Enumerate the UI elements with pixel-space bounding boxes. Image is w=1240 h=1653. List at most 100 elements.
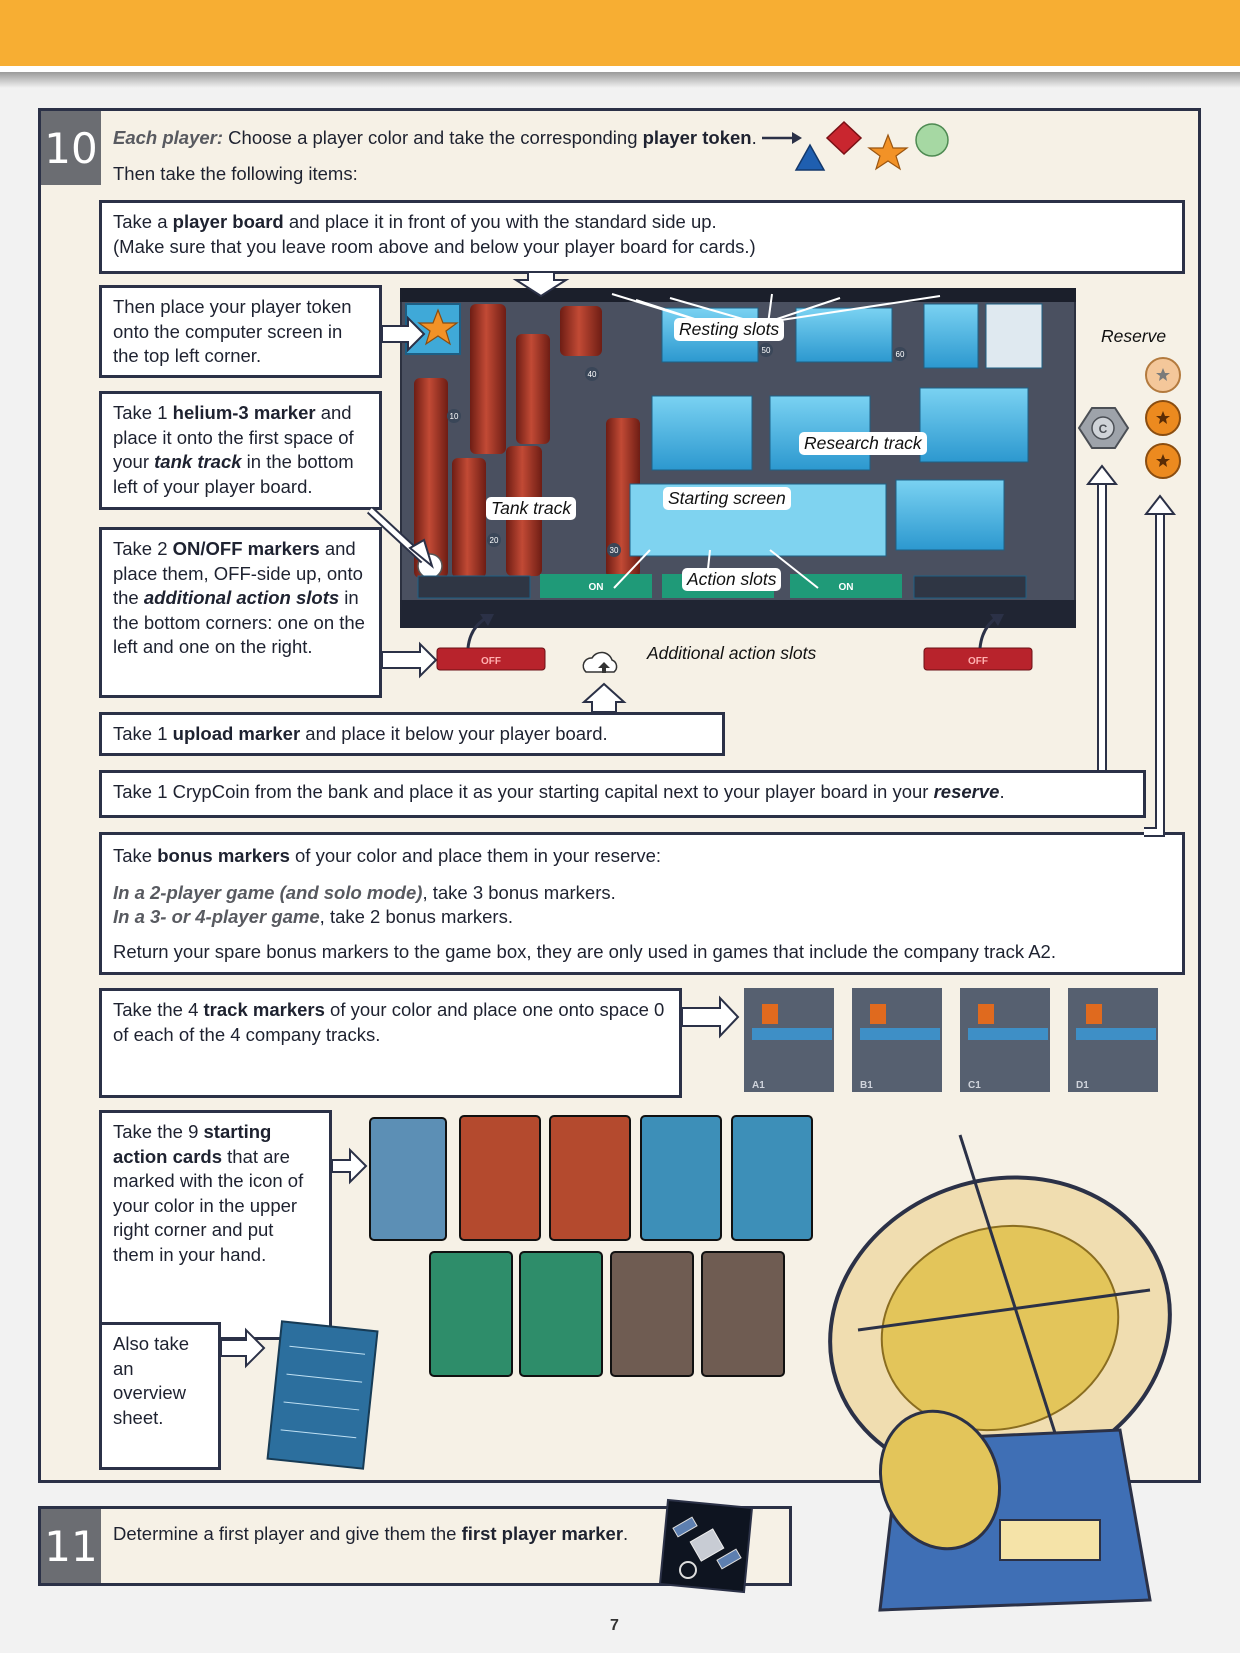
oo-t2: and place them, OFF-side up, onto the [113, 538, 363, 608]
player-board-instruction: Take a player board and place it in fron… [99, 200, 1185, 274]
oo-b1: ON/OFF markers [172, 538, 320, 559]
off-left-curve-arrow [466, 616, 487, 649]
oo-bi1: additional action slots [143, 587, 340, 608]
off-right-curve-arrow [978, 616, 997, 649]
company-track-b1: B1 [852, 988, 942, 1092]
tank-value-60: 60 [896, 350, 905, 359]
bonus-marker-1-icon [1145, 357, 1181, 393]
bonus-marker-3-icon [1145, 443, 1181, 479]
cards-arrow [331, 1147, 368, 1185]
action-slots-label: Action slots [682, 568, 782, 591]
tank-value-30: 30 [610, 546, 619, 555]
action-card-5 [731, 1115, 813, 1241]
off-text-left: OFF [481, 656, 501, 667]
research-slot-1 [651, 395, 753, 471]
s11-b1: first player marker [461, 1523, 624, 1544]
tm-t1: Take the 4 [113, 999, 204, 1020]
page-number: 7 [610, 1617, 619, 1634]
board-bottom-stars [400, 600, 1076, 628]
upload-marker-instruction: Take 1 upload marker and place it below … [99, 712, 725, 756]
he-t2: and place it onto the first space of you… [113, 402, 354, 472]
cc-t2: . [999, 781, 1005, 802]
crypcoin-icon: C [1077, 407, 1130, 449]
token-arrow-head [792, 132, 802, 144]
starting-screen-label: Starting screen [663, 487, 791, 510]
reserve-label: Reserve [1101, 326, 1167, 346]
off-marker-left: OFF [436, 647, 546, 671]
player-token-instruction: Then place your player token onto the co… [99, 285, 382, 378]
track-arrow [681, 995, 740, 1039]
step-10-intro-line2: Then take the following items: [113, 163, 358, 184]
action-card-1 [369, 1117, 447, 1241]
off-marker-right: OFF [923, 647, 1033, 671]
action-card-4 [640, 1115, 722, 1241]
company-track-c1: C1 [960, 988, 1050, 1092]
track-markers-instruction: Take the 4 track markers of your color a… [99, 988, 682, 1098]
research-track-label: Research track [799, 432, 927, 455]
orange-star-token-icon [867, 133, 909, 171]
bn-l2t: , take 3 bonus markers. [422, 881, 616, 903]
step-10-intro: Each player: Choose a player color and t… [113, 126, 773, 151]
bn-t1: Take [113, 845, 158, 866]
crypcoin-connector-head [1085, 464, 1119, 485]
pb-b1: player board [172, 211, 284, 232]
intro-italic: Each player: [113, 127, 224, 148]
action-card-9 [701, 1251, 785, 1377]
tm-b1: track markers [203, 999, 325, 1020]
bn-b1: bonus markers [157, 845, 290, 866]
header-shadow [0, 72, 1240, 88]
resting-slots-label: Resting slots [674, 318, 785, 341]
bn-l3t: , take 2 bonus markers. [319, 906, 513, 927]
on-slot-1 [540, 574, 652, 598]
action-card-6 [429, 1251, 513, 1377]
first-player-marker-icon [658, 1498, 754, 1594]
onoff-arrow [381, 641, 438, 679]
action-card-8 [610, 1251, 694, 1377]
oo-t1: Take 2 [113, 538, 173, 559]
s11-t1: Determine a first player and give them t… [113, 1523, 462, 1544]
research-slot-3 [919, 387, 1029, 463]
tank-track-label: Tank track [486, 497, 577, 520]
pb-t2: and place it in front of you with the st… [283, 211, 717, 232]
bonus-line4: Return your spare bonus markers to the g… [113, 940, 1056, 962]
company-track-d1: D1 [1068, 988, 1158, 1092]
tm-t2: of your color and place one onto space 0… [113, 999, 665, 1045]
he-b1: helium-3 marker [172, 402, 316, 423]
bonus-connector-head [1143, 494, 1177, 515]
step-11-number: 11 [41, 1509, 101, 1583]
bonus-marker-2-icon [1145, 400, 1181, 436]
helium-marker-instruction: Take 1 helium-3 marker and place it onto… [99, 391, 382, 510]
crypcoin-instruction: Take 1 CrypCoin from the bank and place … [99, 770, 1146, 818]
tank-column-3 [452, 458, 486, 578]
he-t3: in the bottom left of your player board. [113, 451, 354, 497]
intro-end: . [751, 127, 757, 148]
tank-column-6 [560, 306, 602, 356]
tank-column-2 [470, 304, 506, 454]
company-track-b1-label: B1 [860, 1080, 873, 1091]
header-divider [0, 66, 1240, 72]
blue-triangle-token-icon [794, 143, 826, 171]
tank-values: 10 20 30 40 50 60 [447, 343, 907, 557]
tank-value-40: 40 [588, 370, 597, 379]
additional-action-slots-label: Additional action slots [647, 643, 817, 663]
on-slot-3 [790, 574, 902, 598]
player-board-illustration: 10 20 30 40 50 60 ON ON ON [400, 288, 1076, 628]
resting-slot-3 [923, 303, 979, 369]
starting-cards-instruction: Take the 9 starting action cards that ar… [99, 1110, 332, 1340]
tank-value-50: 50 [762, 346, 771, 355]
svg-text:C: C [1099, 422, 1108, 436]
up-t1: Take 1 [113, 723, 173, 744]
s11-t2: . [623, 1523, 629, 1544]
company-track-a1: A1 [744, 988, 834, 1092]
bn-l3i: In a 3- or 4-player game [113, 906, 320, 927]
bn-t2: of your color and place them in your res… [289, 845, 662, 866]
he-bi1: tank track [154, 451, 242, 472]
action-card-3 [549, 1115, 631, 1241]
info-screen [985, 303, 1043, 369]
resting-slot-2 [795, 307, 893, 363]
on-label-1: ON [589, 582, 604, 593]
overview-sheet-instruction: Also take an overview sheet. [99, 1322, 221, 1470]
off-text-right: OFF [968, 656, 988, 667]
bn-l2i: In a 2-player game (and solo mode) [113, 881, 423, 903]
company-track-c1-label: C1 [968, 1080, 981, 1091]
